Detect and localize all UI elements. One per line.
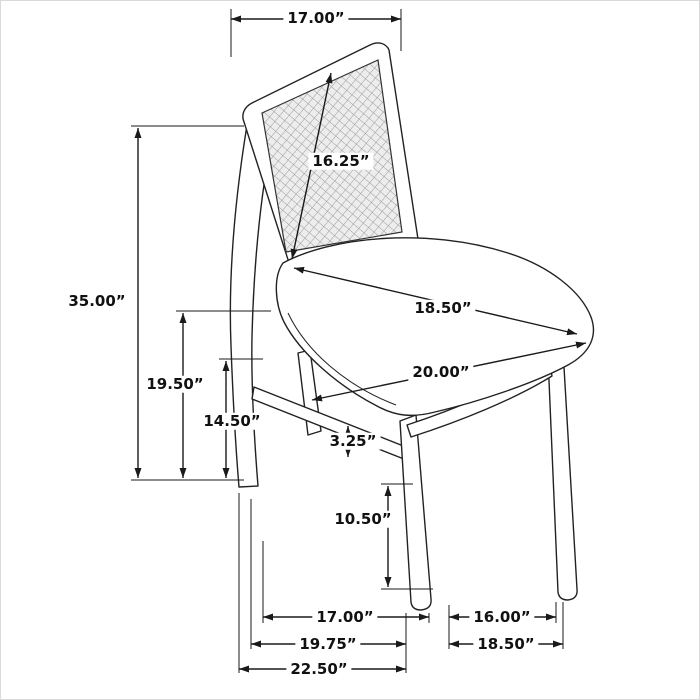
dim-label-overall-height: 35.00” <box>64 293 130 310</box>
dim-label-front-width-inner: 17.00” <box>312 609 378 626</box>
dim-label-side-depth-inner: 16.00” <box>469 609 535 626</box>
dim-label-back-width: 17.00” <box>283 10 349 27</box>
rear-leg <box>229 118 276 488</box>
dim-label-seat-diagonal: 18.50” <box>410 300 476 317</box>
dim-label-back-diagonal: 16.25” <box>308 153 374 170</box>
dim-label-front-width-outer: 19.75” <box>295 636 361 653</box>
front-left-leg <box>399 414 432 611</box>
dim-label-stretcher-thickness: 3.25” <box>325 433 381 450</box>
dim-label-seat-height: 19.50” <box>142 376 208 393</box>
dim-label-overall-depth: 22.50” <box>286 661 352 678</box>
dim-label-side-depth-outer: 18.50” <box>473 636 539 653</box>
chair-drawing <box>229 42 595 611</box>
dim-label-front-leg-height: 10.50” <box>330 511 396 528</box>
dim-label-stretcher-height: 14.50” <box>199 413 265 430</box>
front-right-leg <box>547 349 578 601</box>
dim-label-seat-width: 20.00” <box>408 364 474 381</box>
